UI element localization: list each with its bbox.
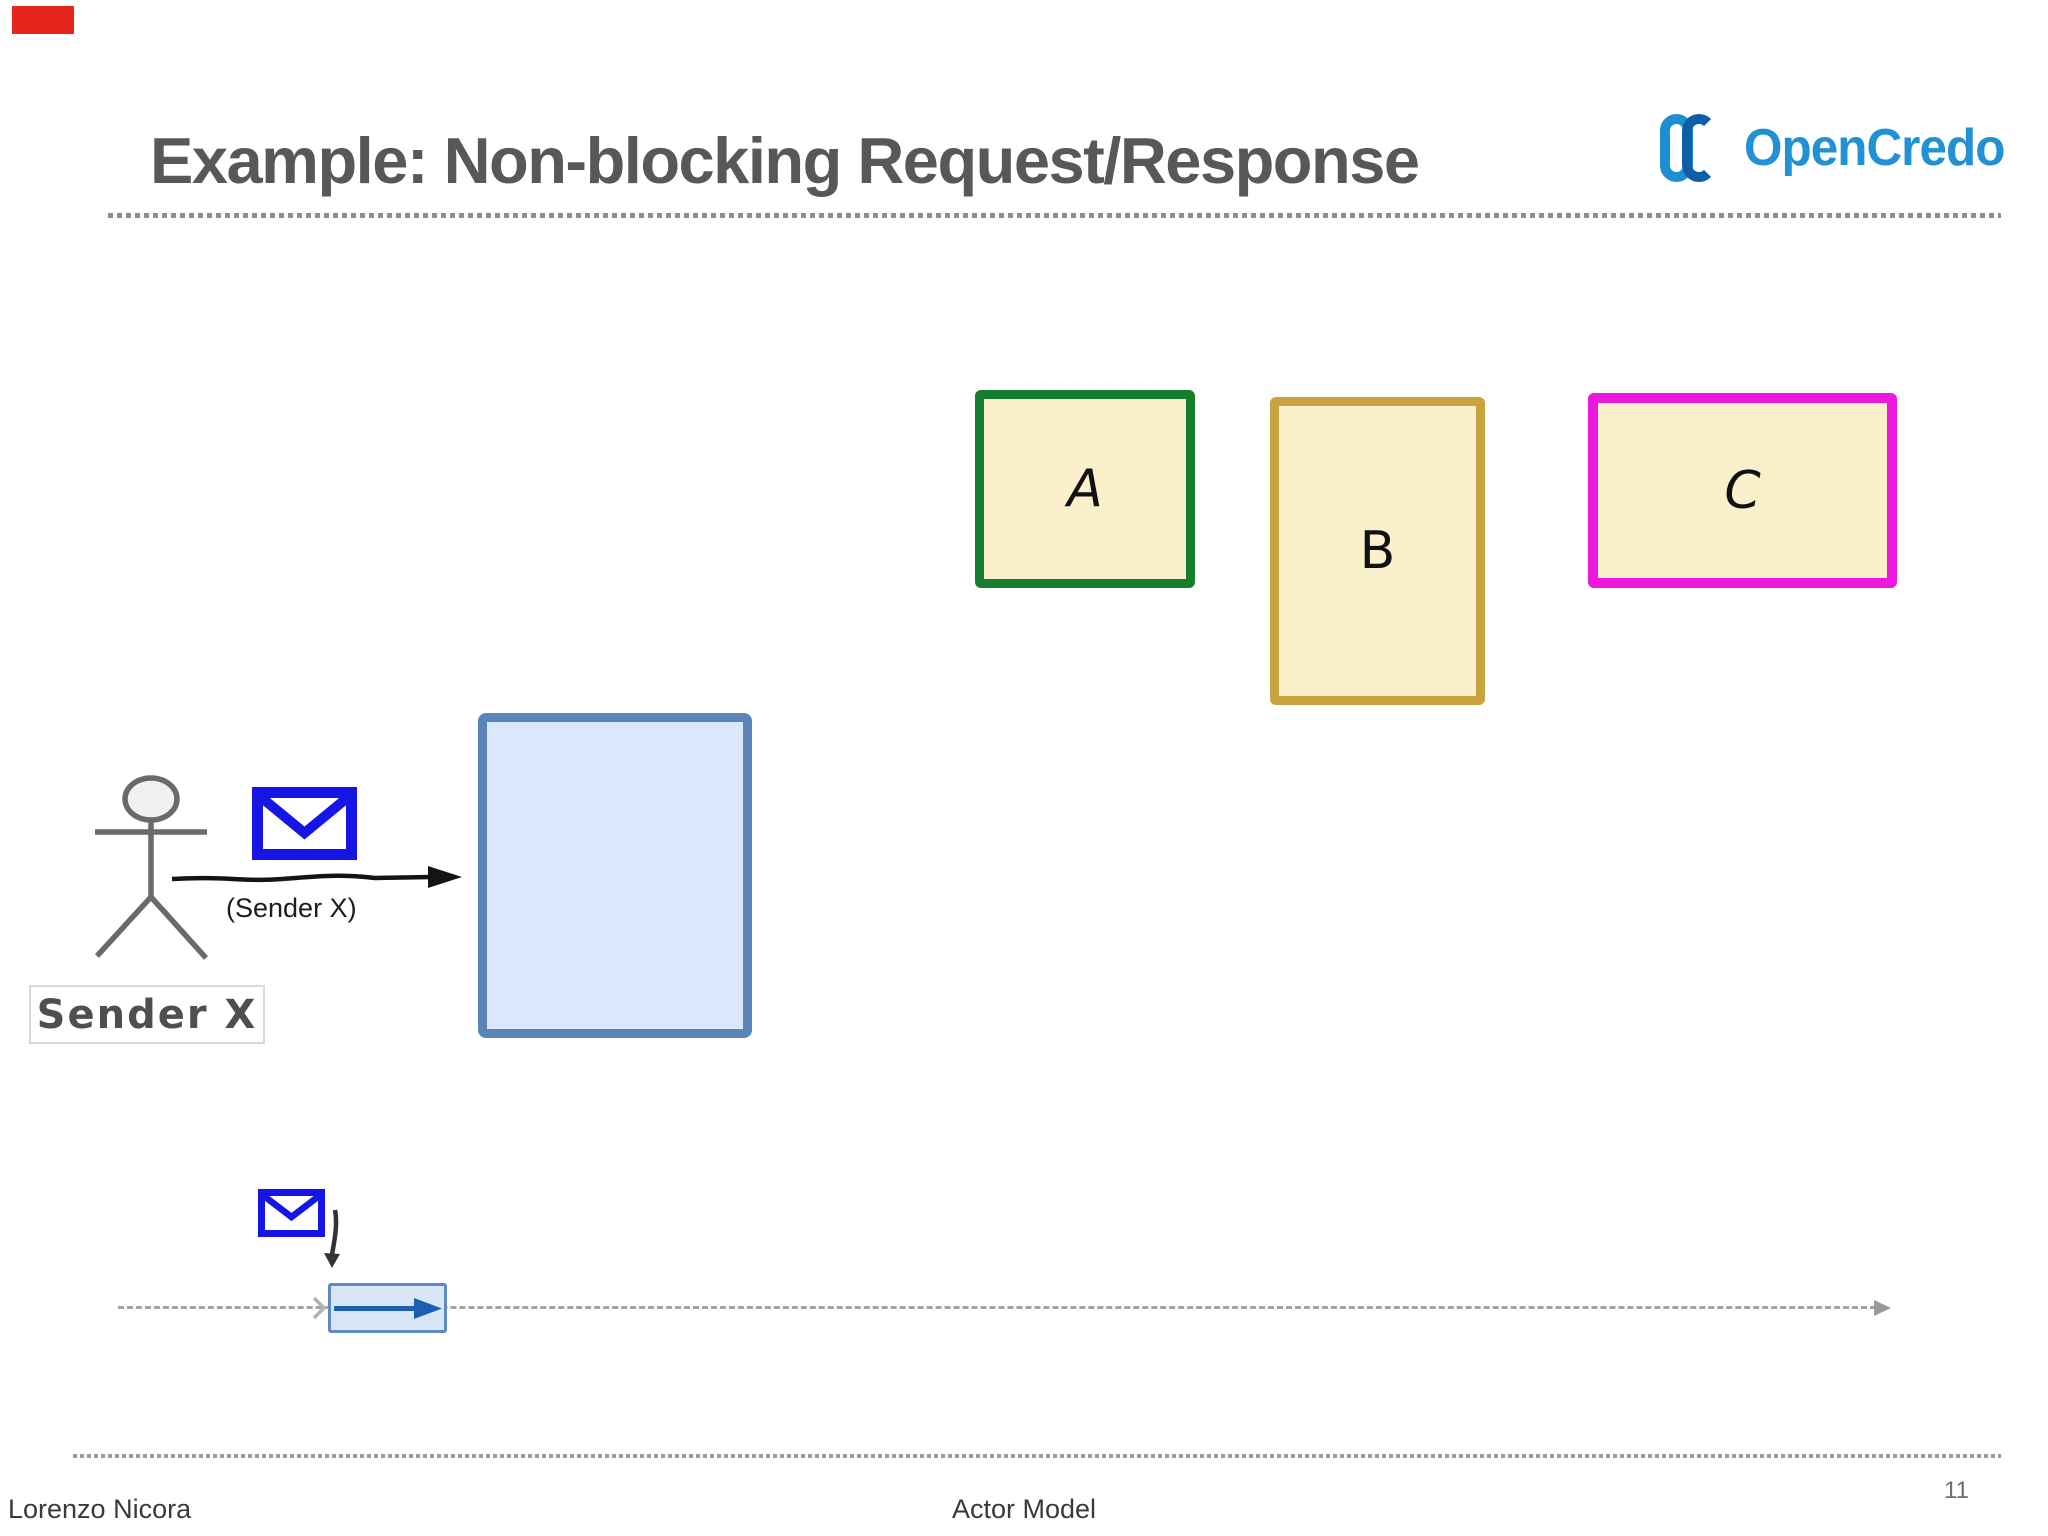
actor-label-a: A bbox=[1067, 459, 1103, 519]
footer-divider bbox=[73, 1454, 2001, 1458]
opencredo-logo-icon bbox=[1660, 112, 1722, 184]
timeline bbox=[118, 1306, 1876, 1309]
logo-wordmark: OpenCredo bbox=[1744, 119, 2005, 177]
timeline-chevron-icon bbox=[312, 1296, 326, 1320]
actor-box-a: A bbox=[975, 390, 1195, 588]
page-number: 11 bbox=[1944, 1477, 1969, 1504]
mail-icon-small bbox=[258, 1189, 325, 1237]
sender-arrow-label: (Sender X) bbox=[226, 893, 357, 923]
stick-figure-icon bbox=[94, 775, 209, 960]
mailbox-box bbox=[478, 713, 752, 1038]
opencredo-logo: OpenCredo bbox=[1660, 110, 2018, 186]
footer-author: Lorenzo Nicora bbox=[8, 1494, 192, 1524]
actor-box-b: B bbox=[1270, 397, 1485, 705]
logo-letter-c-icon bbox=[1682, 114, 1716, 182]
footer-deck-title: Actor Model bbox=[951, 1494, 1097, 1524]
header-divider bbox=[108, 213, 2001, 218]
mail-icon-large bbox=[252, 787, 357, 860]
actor-label-b: B bbox=[1359, 521, 1396, 581]
recording-indicator bbox=[12, 6, 74, 34]
sender-caption: Sender X bbox=[36, 991, 258, 1038]
segment-arrow bbox=[334, 1298, 442, 1319]
actor-label-c: C bbox=[1724, 460, 1761, 521]
sender-caption-box: Sender X bbox=[29, 985, 265, 1044]
actor-box-c: C bbox=[1588, 393, 1897, 588]
drop-arrow-icon bbox=[324, 1209, 340, 1268]
send-arrow bbox=[171, 866, 462, 888]
timeline-arrowhead-icon bbox=[1874, 1300, 1891, 1316]
slide-title: Example: Non-blocking Request/Response bbox=[150, 124, 1420, 197]
